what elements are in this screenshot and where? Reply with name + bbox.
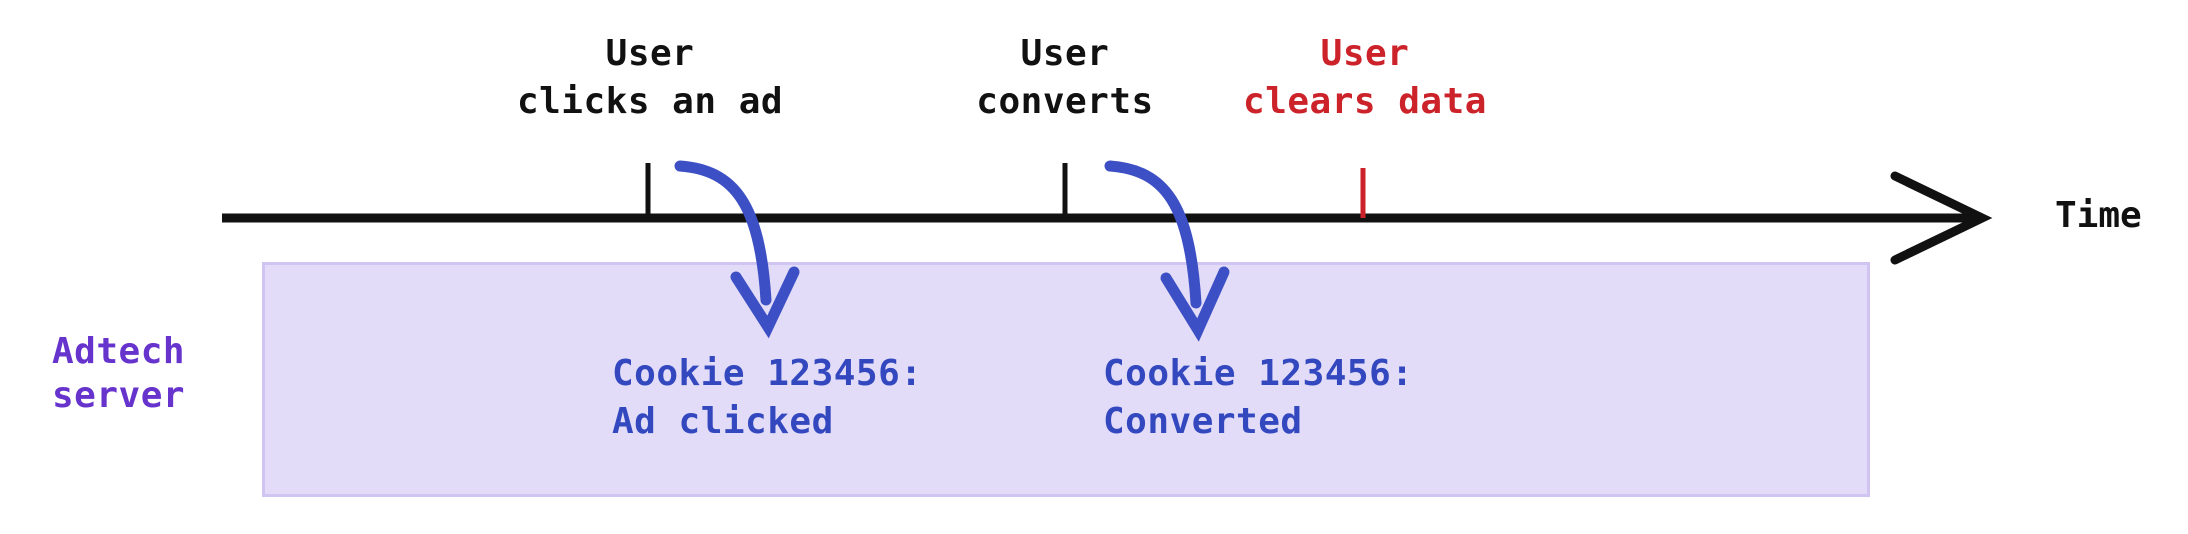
timeline-arrowhead-icon: [1890, 171, 1993, 265]
log-entry-converted: Cookie 123456: Converted: [1103, 353, 1414, 442]
event-label-conversion: User converts: [976, 33, 1154, 122]
adtech-server-box: [262, 262, 1870, 497]
log-entry-ad-clicked: Cookie 123456: Ad clicked: [612, 353, 923, 442]
adtech-server-label: Adtech server: [52, 331, 186, 416]
event-label-ad-click: User clicks an ad: [516, 33, 784, 122]
event-label-clear-data: User clears data: [1243, 33, 1487, 122]
axis-label-time: Time: [2055, 195, 2142, 236]
